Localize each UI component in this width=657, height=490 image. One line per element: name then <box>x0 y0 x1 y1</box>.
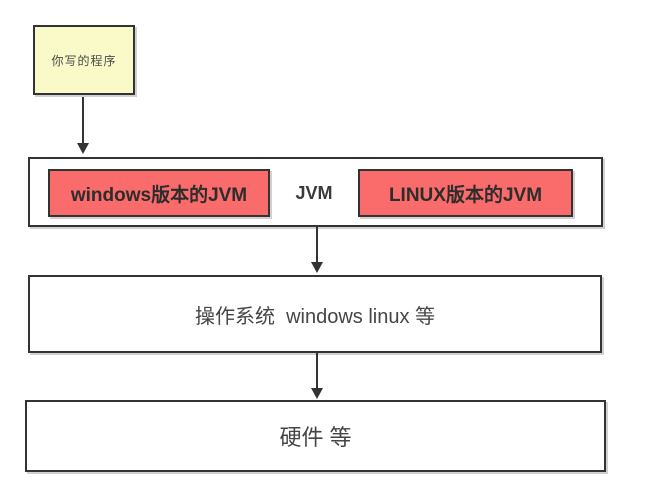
jvm-label: JVM <box>295 182 333 203</box>
arrow-shaft <box>82 97 84 143</box>
hardware-box: 硬件 等 <box>25 400 606 472</box>
linux-jvm-label: LINUX版本的JVM <box>388 184 543 206</box>
windows-jvm-label: windows版本的JVM <box>70 184 248 206</box>
os-box: 操作系统 windows linux 等 <box>28 275 602 353</box>
program-note-box: 你写的程序 <box>33 25 135 95</box>
arrow-head-icon <box>311 262 323 273</box>
hardware-label: 硬件 等 <box>279 425 352 450</box>
linux-jvm-box: LINUX版本的JVM <box>358 169 573 217</box>
os-label: 操作系统 windows linux 等 <box>194 305 436 328</box>
arrow-shaft <box>316 227 318 262</box>
arrow-os-to-hardware <box>311 353 323 399</box>
arrow-head-icon <box>311 388 323 399</box>
arrow-jvm-to-os <box>311 227 323 273</box>
program-note-label: 你写的程序 <box>51 53 117 68</box>
windows-jvm-box: windows版本的JVM <box>48 169 270 217</box>
arrow-program-to-jvm <box>77 97 89 154</box>
arrow-shaft <box>316 353 318 388</box>
arrow-head-icon <box>77 143 89 154</box>
